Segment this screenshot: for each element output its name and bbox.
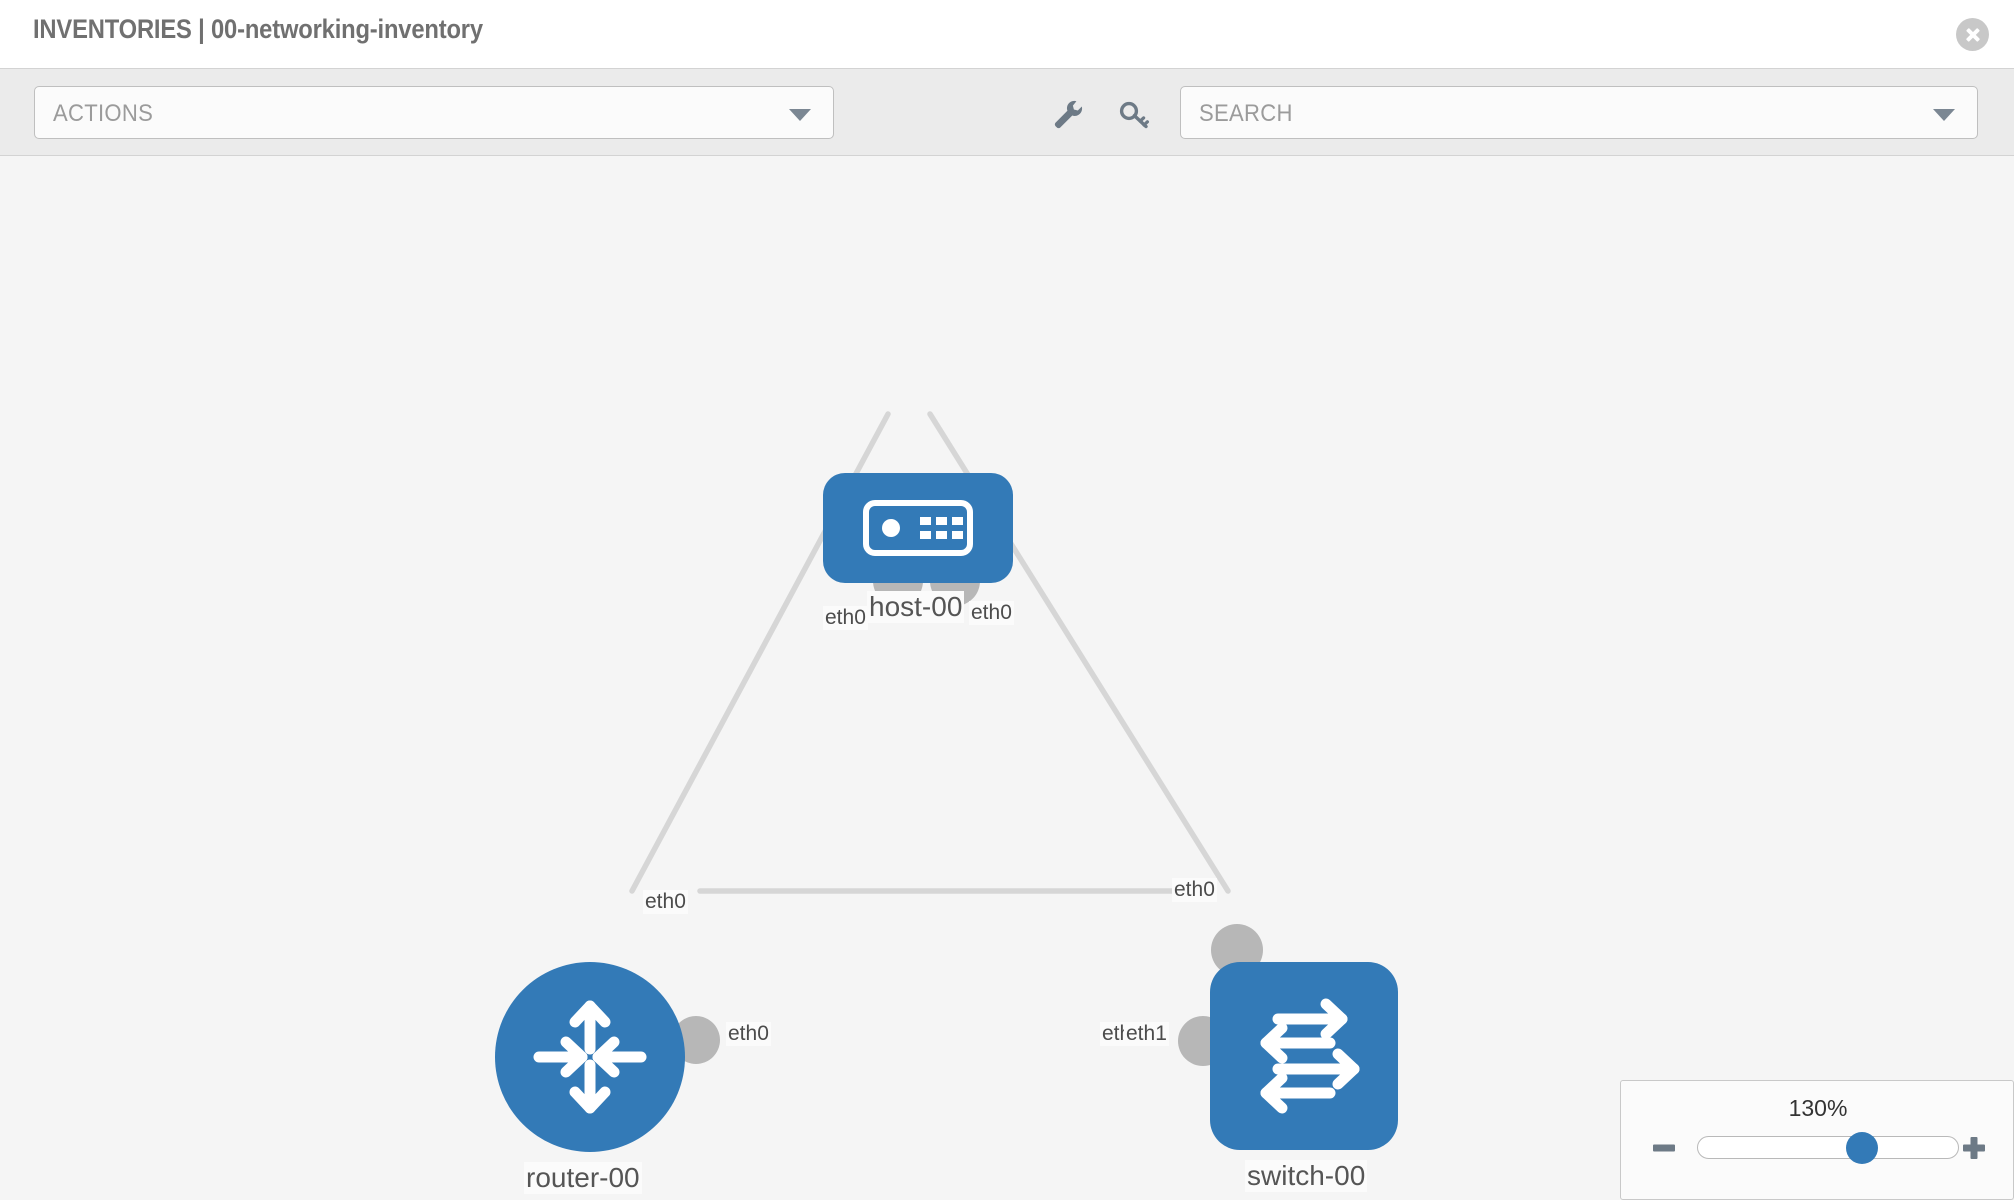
node-switch-00[interactable]: switch-00 [1210, 962, 1398, 1192]
chevron-down-icon [789, 109, 811, 121]
topology-canvas[interactable]: host-00 [0, 156, 2014, 1200]
node-router-00-label: router-00 [524, 1162, 642, 1194]
router-four-arrows-icon [533, 1000, 647, 1114]
edge-label-switch-up-eth0: eth0 [1172, 878, 1217, 902]
node-switch-00-label: switch-00 [1245, 1160, 1368, 1192]
edge-label-router-right-eth0: eth0 [726, 1022, 771, 1046]
node-host-00-shape[interactable] [823, 473, 1013, 583]
key-icon-glyph [1119, 101, 1149, 129]
wrench-icon-glyph [1054, 100, 1083, 129]
actions-dropdown[interactable]: ACTIONS [34, 86, 834, 139]
edge-label-host-right-eth0: eth0 [969, 601, 1014, 625]
wrench-icon[interactable] [1051, 98, 1085, 132]
edge-label-router-up-eth0: eth0 [643, 890, 688, 914]
node-host-00[interactable]: host-00 [823, 473, 1013, 623]
page-title: INVENTORIES | 00-networking-inventory [33, 14, 483, 44]
edge-label-switch-left-eth1: eth1 [1124, 1022, 1169, 1046]
actions-dropdown-label: ACTIONS [53, 100, 154, 127]
node-router-00[interactable]: router-00 [495, 962, 685, 1194]
topology-edges [629, 411, 1231, 894]
zoom-level-value: 130% [1788, 1095, 1848, 1121]
zoom-slider-thumb[interactable] [1846, 1132, 1878, 1164]
key-icon[interactable] [1118, 98, 1152, 132]
edge-label-host-left-eth0: eth0 [823, 606, 868, 630]
chevron-down-icon [1933, 109, 1955, 121]
node-switch-00-shape[interactable] [1210, 962, 1398, 1150]
zoom-slider[interactable] [1697, 1132, 1959, 1164]
close-icon[interactable] [1956, 18, 1989, 51]
node-router-00-shape[interactable] [495, 962, 685, 1152]
server-appliance-icon [863, 500, 973, 556]
zoom-control-panel: 130% [1620, 1080, 2014, 1200]
switch-bidirectional-arrows-icon [1260, 998, 1360, 1114]
search-placeholder: SEARCH [1199, 100, 1293, 127]
zoom-in-button[interactable] [1959, 1133, 1989, 1163]
toolbar: ACTIONS SEARCH [0, 68, 2014, 156]
node-host-00-label: host-00 [867, 591, 965, 623]
zoom-out-button[interactable] [1649, 1133, 1679, 1163]
page-header: INVENTORIES | 00-networking-inventory [0, 0, 2014, 68]
search-input[interactable]: SEARCH [1180, 86, 1978, 139]
